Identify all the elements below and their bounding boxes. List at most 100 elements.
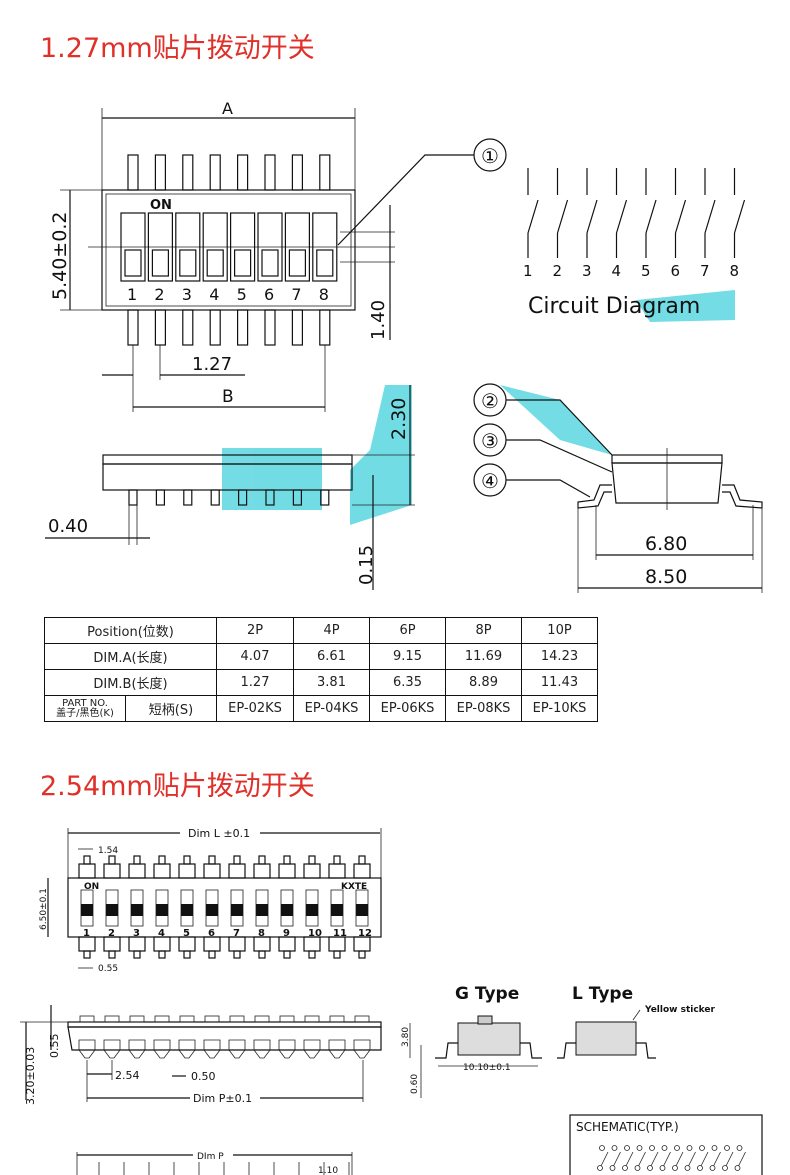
pin-bottom bbox=[209, 309, 221, 346]
position-header: Position(位数) bbox=[44, 617, 217, 644]
pin-tip bbox=[358, 950, 366, 959]
schematic-contact bbox=[609, 1165, 616, 1171]
circuit-number: 5 bbox=[641, 262, 651, 280]
circuit-number: 8 bbox=[730, 262, 740, 280]
table-cell: 11.69 bbox=[445, 643, 522, 670]
switch-knob bbox=[256, 904, 268, 916]
dim-b-label: B bbox=[222, 387, 234, 407]
switch-number: 5 bbox=[237, 285, 247, 304]
switch-number: 10 bbox=[308, 928, 322, 939]
profile-view-127: ② ③ ④ 6.80 8.50 bbox=[473, 383, 763, 593]
schematic-contact bbox=[597, 1165, 603, 1171]
pin-tip bbox=[283, 855, 291, 865]
schematic-contact bbox=[686, 1145, 693, 1151]
table-row-dim-b: DIM.B(长度) 1.27 3.81 6.35 8.89 11.43 bbox=[44, 669, 598, 696]
switch-slot bbox=[284, 212, 310, 282]
schematic-blade bbox=[613, 1151, 621, 1167]
side-pin bbox=[78, 1039, 96, 1059]
pin-bottom bbox=[278, 936, 296, 952]
pin-tip bbox=[258, 950, 266, 959]
pin-tip bbox=[133, 950, 141, 959]
table-cell: EP-02KS bbox=[216, 695, 294, 722]
schematic-contact bbox=[611, 1145, 618, 1151]
side-pin-top bbox=[79, 1015, 95, 1023]
side-055-label: 0.55 bbox=[48, 1034, 61, 1059]
table-cell: 9.15 bbox=[369, 643, 446, 670]
pin-pitch-label: 1.54 bbox=[98, 846, 118, 856]
side-pin bbox=[278, 1039, 296, 1059]
pin-bottom bbox=[291, 309, 303, 346]
pin-bottom bbox=[303, 936, 321, 952]
side-pin bbox=[328, 1039, 346, 1059]
schematic-contact bbox=[724, 1145, 730, 1151]
side-pin bbox=[353, 1039, 371, 1059]
section-title-127mm: 1.27mm贴片拨动开关 bbox=[40, 33, 315, 64]
circuit-number: 1 bbox=[523, 262, 533, 280]
switch-number: 1 bbox=[127, 285, 137, 304]
side-view-254: 3.20±0.03 0.55 2.54 0.50 Dim P±0.1 DIm P… bbox=[20, 1005, 382, 1175]
yellow-sticker-label: Yellow sticker bbox=[644, 1005, 716, 1015]
side-pin bbox=[292, 489, 302, 506]
dim-p-tol-label: Dim P±0.1 bbox=[193, 1092, 252, 1105]
circuit-switch-blade bbox=[704, 199, 716, 234]
short-handle-label: 短柄(S) bbox=[125, 695, 217, 722]
dim-l-label: Dim L ±0.1 bbox=[188, 827, 250, 840]
table-row-part-no: PART NO. 盖子/黑色(K) 短柄(S) EP-02KS EP-04KS … bbox=[44, 695, 598, 722]
pin-tip bbox=[133, 855, 141, 865]
table-cell: EP-04KS bbox=[293, 695, 370, 722]
part-no-header: PART NO. 盖子/黑色(K) bbox=[44, 695, 126, 722]
switch-knob bbox=[151, 249, 169, 277]
switch-number: 3 bbox=[182, 285, 192, 304]
pin-bottom bbox=[182, 309, 194, 346]
pin-tip bbox=[108, 855, 116, 865]
switch-knob bbox=[81, 904, 93, 916]
pin-top bbox=[237, 154, 249, 191]
switch-number: 4 bbox=[209, 285, 219, 304]
schematic-contact bbox=[697, 1165, 703, 1171]
schematic-contact bbox=[649, 1145, 655, 1151]
switch-knob bbox=[281, 904, 293, 916]
schematic-contact bbox=[711, 1145, 718, 1151]
schematic-contact bbox=[661, 1145, 668, 1151]
schematic-blade bbox=[625, 1151, 634, 1167]
table-cell: 6.61 bbox=[293, 643, 370, 670]
schematic-contact bbox=[647, 1165, 653, 1171]
table-cell: EP-10KS bbox=[521, 695, 598, 722]
circuit-switch-blade bbox=[586, 199, 598, 234]
pin-bottom bbox=[178, 936, 196, 952]
side-pin-top bbox=[354, 1015, 370, 1023]
dim-b-header: DIM.B(长度) bbox=[44, 669, 217, 696]
table-row-dim-a: DIM.A(长度) 4.07 6.61 9.15 11.69 14.23 bbox=[44, 643, 598, 670]
dim-110-label: 1.10 bbox=[318, 1166, 338, 1175]
l-type-label: L Type bbox=[572, 984, 633, 1004]
table-cell: 6P bbox=[369, 617, 446, 644]
table-cell: 6.35 bbox=[369, 669, 446, 696]
pin-top bbox=[128, 863, 146, 879]
side-pin bbox=[228, 1039, 246, 1059]
side-view-127: 2.30 0.15 0.40 bbox=[45, 385, 415, 590]
pin-width-254: 0.55 bbox=[98, 964, 118, 974]
standoff-label: 0.15 bbox=[356, 545, 377, 585]
schematic-contact bbox=[622, 1165, 628, 1171]
pin-bottom bbox=[153, 936, 171, 952]
schematic-box bbox=[569, 1114, 763, 1175]
schematic-contact bbox=[659, 1165, 666, 1171]
pin-tip bbox=[183, 855, 191, 865]
schematic-contact bbox=[672, 1165, 678, 1171]
pin-top bbox=[203, 863, 221, 879]
schematic-blade bbox=[663, 1151, 671, 1167]
schematic-blade bbox=[650, 1151, 659, 1167]
pin-top bbox=[178, 863, 196, 879]
circuit-switch-blade bbox=[527, 199, 539, 234]
pin-tip bbox=[333, 950, 341, 959]
side-height-label: 2.30 bbox=[388, 398, 410, 440]
switch-number: 7 bbox=[291, 285, 301, 304]
schematic-blade bbox=[638, 1151, 646, 1167]
schematic-contact bbox=[674, 1145, 680, 1151]
pin-tip bbox=[83, 950, 91, 959]
pin-top bbox=[328, 863, 346, 879]
pin-top bbox=[319, 154, 331, 191]
side-pin-top bbox=[254, 1015, 270, 1023]
spec-table: Position(位数) 2P 4P 6P 8P 10P DIM.A(长度) 4… bbox=[44, 617, 598, 722]
